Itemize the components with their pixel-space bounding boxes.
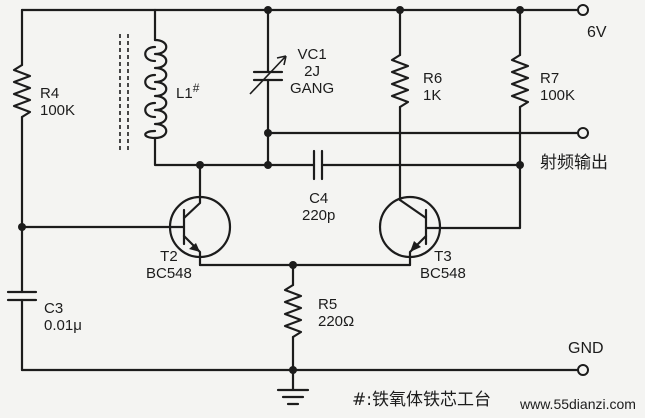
t2-name: T2 [160,248,178,265]
supply-terminal[interactable] [577,4,589,16]
r4-name: R4 [40,85,60,102]
c4-name: C4 [309,190,329,207]
r4-label: R4 100K [40,85,75,119]
l1-ferrite-core [119,34,129,150]
r7-value: 100K [540,87,576,104]
r7-resistor [510,53,530,109]
c3-label: C3 0.01μ [44,300,82,334]
r6-label: R6 1K [423,70,442,104]
t3-label: T3 BC548 [420,248,466,282]
l1-coil-inner [144,45,157,140]
junction-r6-rail [396,6,404,14]
l1-label: L1# [176,80,199,102]
gnd-label: GND [568,340,604,357]
c4-value: 220p [302,207,336,224]
t3-type: BC548 [420,265,466,282]
r7-label: R7 100K [540,70,575,104]
r7-bottom-wire [438,105,522,230]
supply-label: 6V [587,24,607,41]
t3-collector-leg [398,198,428,220]
junction-left-base [18,223,26,231]
t2-collector-leg [182,163,202,220]
r4-value: 100K [40,102,76,119]
r6-resistor [390,53,410,109]
vc1-name: VC1 [297,46,327,63]
c3-capacitor [6,290,38,302]
c3-name: C3 [44,300,64,317]
r5-resistor [283,283,303,339]
vc1-line2: 2J [304,63,321,80]
r6-value: 1K [423,87,442,104]
l1-name: L1 [176,85,193,102]
t2-type: BC548 [146,265,192,282]
junction-vc1-rail [264,6,272,14]
vc1-tuning-arrow [249,55,287,95]
middle-terminal[interactable] [577,127,589,139]
r6-name: R6 [423,70,443,87]
rf-output-label: 射频输出 [540,153,608,173]
vc1-line3: GANG [290,80,335,97]
l1-bottom-wire [153,136,202,167]
watermark-label: www.55dianzi.com [520,396,636,412]
vc1-label: VC1 2J GANG [290,46,334,97]
t2-label: T2 BC548 [146,248,192,282]
l1-mark: # [192,81,200,95]
t3-emitter-arrow [410,241,421,252]
c4-label: C4 220p [302,190,335,224]
t3-name: T3 [434,248,452,265]
footnote-label: #:铁氧体铁芯工台 [352,390,491,410]
r5-name: R5 [318,296,338,313]
ground-symbol [276,368,310,406]
t2-emitter-arrow [189,243,200,252]
junction-r7-rail [516,6,524,14]
r5-label: R5 220Ω [318,296,354,330]
r4-resistor [12,63,32,119]
gnd-terminal[interactable] [577,364,589,376]
c4-capacitor [312,149,324,181]
r5-value: 220Ω [318,313,355,330]
l1-coil [153,38,168,140]
c3-value: 0.01μ [44,317,82,334]
r7-name: R7 [540,70,560,87]
